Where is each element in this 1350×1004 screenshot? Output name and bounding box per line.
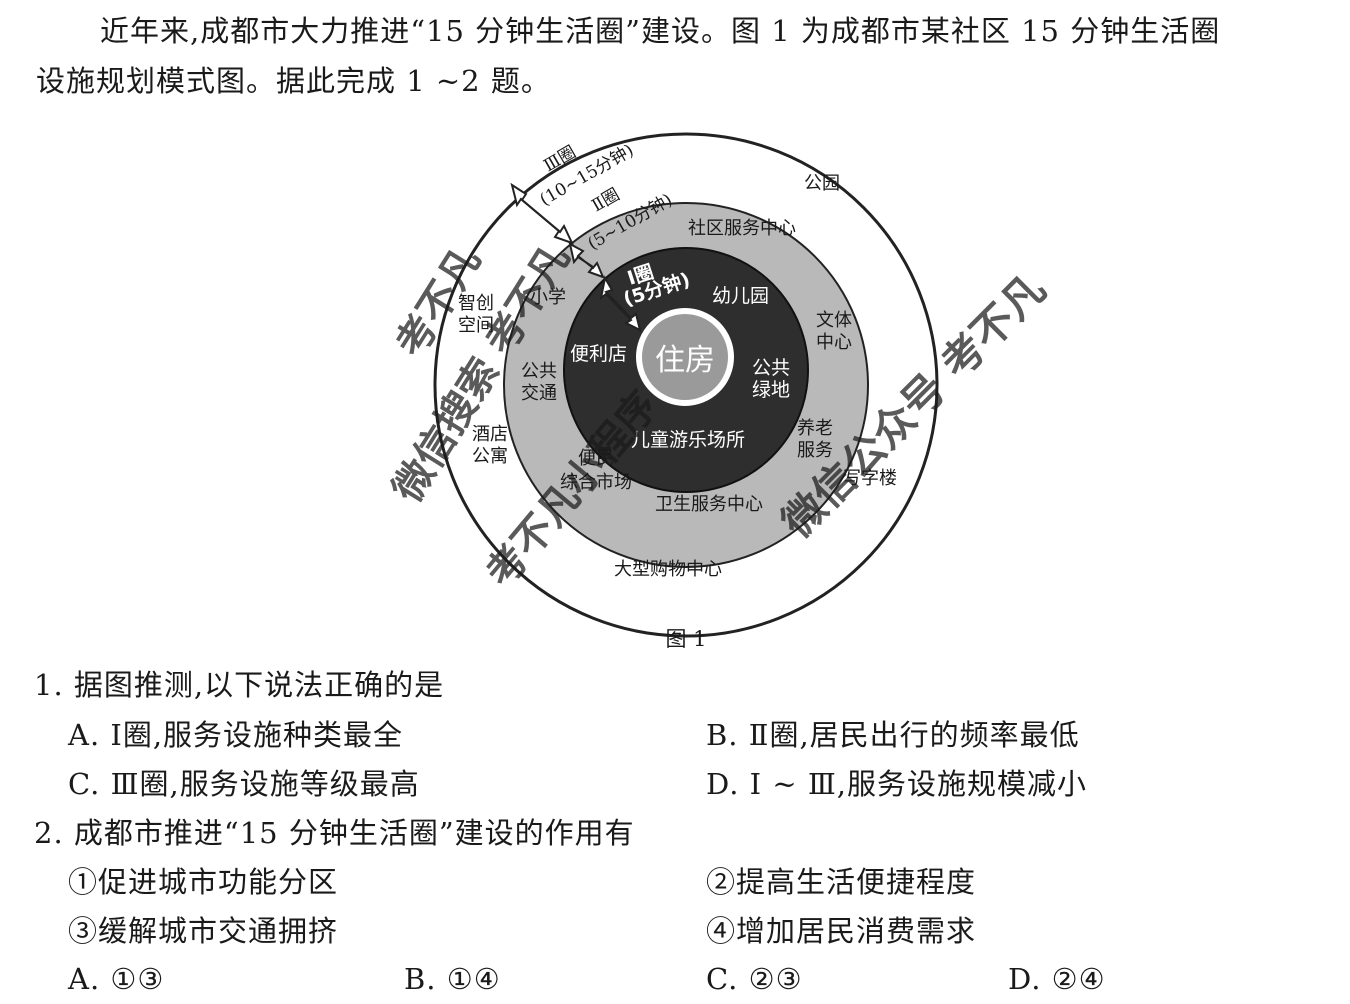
facility-park: 公园 <box>804 173 840 194</box>
facility-playground: 儿童游乐场所 <box>631 429 745 451</box>
q2-stem: 2. 成都市推进“15 分钟生活圈”建设的作用有 <box>34 816 635 850</box>
intro-line-2: 设施规划模式图。据此完成 1 ~2 题。 <box>36 64 551 98</box>
intro-line-1: 近年来,成都市大力推进“15 分钟生活圈”建设。图 1 为成都市某社区 15 分… <box>100 14 1221 48</box>
facility-public-green-2: 绿地 <box>752 379 790 401</box>
facility-innovation-2: 空间 <box>458 315 494 336</box>
figure-caption: 图 1 <box>665 627 706 651</box>
q2-option-d: D. ②④ <box>1008 962 1106 996</box>
facility-kindergarten: 幼儿园 <box>712 285 769 307</box>
q2-option-b: B. ①④ <box>404 962 501 996</box>
q1-option-d: D. Ⅰ ~ Ⅲ,服务设施规模减小 <box>706 767 1088 801</box>
figure-1-diagram: Ⅲ圈 (10~15分钟) Ⅱ圈 (5~10分钟) Ⅰ圈 (5分钟) 住房 幼儿园… <box>384 132 1055 651</box>
q1-option-a: A. Ⅰ圈,服务设施种类最全 <box>68 718 404 752</box>
facility-school: 小学 <box>530 287 566 308</box>
q2-option-a: A. ①③ <box>68 962 165 996</box>
center-label: 住房 <box>655 343 715 378</box>
center-circle <box>636 308 734 406</box>
q2-statement-3: ③缓解城市交通拥挤 <box>68 914 339 948</box>
q2-option-c: C. ②③ <box>706 962 803 996</box>
q1-stem: 1. 据图推测,以下说法正确的是 <box>34 668 445 702</box>
q2-statement-4: ④增加居民消费需求 <box>706 914 977 948</box>
facility-elderly-2: 服务 <box>797 440 833 461</box>
facility-culture-1: 文体 <box>816 310 852 331</box>
facility-innovation-1: 智创 <box>458 293 494 314</box>
radius-arrows <box>510 182 642 332</box>
facility-office: 写字楼 <box>843 468 897 489</box>
q1-option-c: C. Ⅲ圈,服务设施等级最高 <box>68 767 420 801</box>
facility-culture-2: 中心 <box>816 332 852 353</box>
facility-hotel-1: 酒店 <box>472 424 508 445</box>
q2-statement-2: ②提高生活便捷程度 <box>706 865 977 899</box>
arrow-ring1 <box>599 275 642 332</box>
facility-community-center: 社区服务中心 <box>688 218 796 239</box>
facility-elderly-1: 养老 <box>797 418 833 439</box>
facility-market-1: 便民 <box>578 448 614 469</box>
facility-transit-1: 公共 <box>521 361 557 382</box>
arrow-ring3 <box>510 182 574 245</box>
facility-convenience-store: 便利店 <box>570 343 627 365</box>
facility-mall: 大型购物中心 <box>614 559 722 580</box>
facility-health-center: 卫生服务中心 <box>655 494 763 515</box>
facility-market-2: 综合市场 <box>560 472 632 493</box>
q2-statement-1: ①促进城市功能分区 <box>68 865 339 899</box>
q1-option-b: B. Ⅱ圈,居民出行的频率最低 <box>706 718 1080 752</box>
facility-public-green-1: 公共 <box>752 357 790 379</box>
facility-transit-2: 交通 <box>521 383 557 404</box>
intro-paragraph: 近年来,成都市大力推进“15 分钟生活圈”建设。图 1 为成都市某社区 15 分… <box>36 6 1336 106</box>
facility-hotel-2: 公寓 <box>472 446 508 467</box>
arrow-ring2 <box>568 242 605 279</box>
